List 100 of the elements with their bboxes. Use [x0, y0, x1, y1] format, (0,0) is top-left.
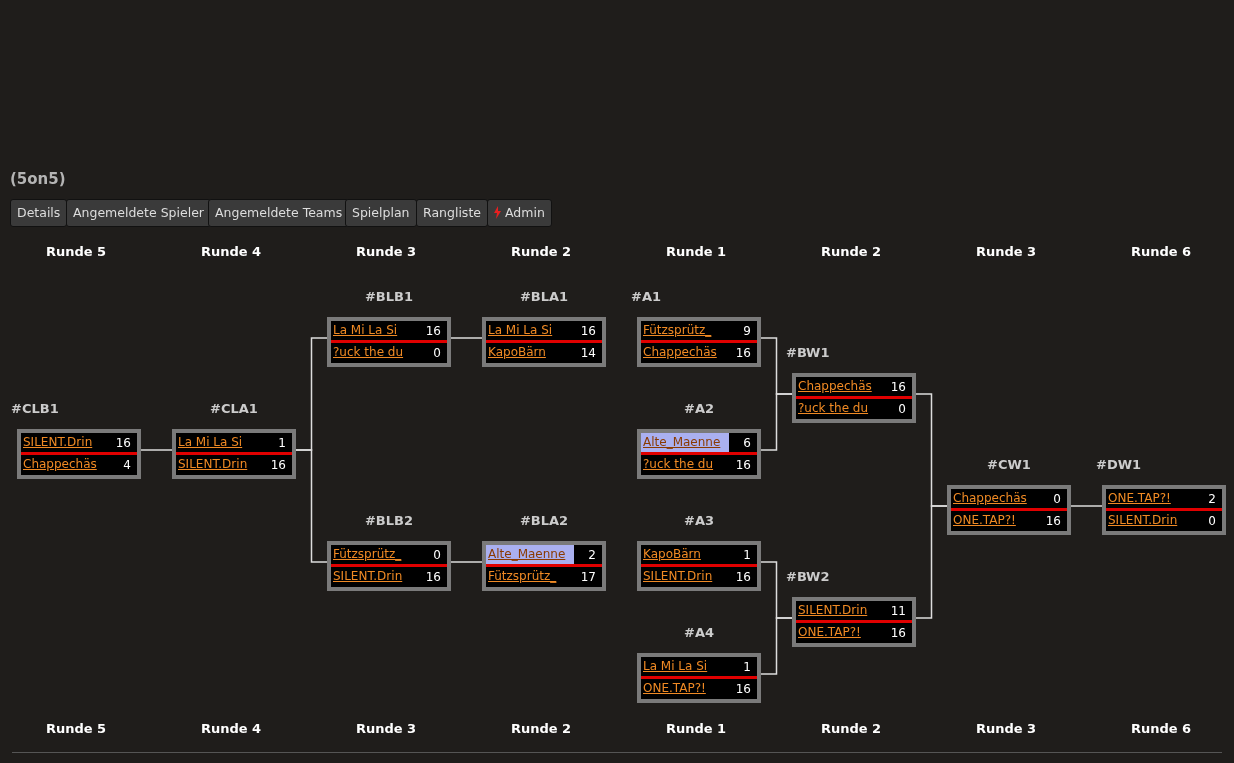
team-link: Fützsprütz_ — [487, 568, 558, 585]
score: 16 — [269, 457, 286, 472]
match-id: #CLA1 — [210, 401, 258, 418]
score: 16 — [579, 323, 596, 338]
match-id: #DW1 — [1096, 457, 1142, 474]
nav-button: Rangliste — [416, 199, 488, 227]
round-header: Runde 2 — [509, 244, 573, 259]
team-link: SILENT.Drin — [797, 602, 869, 619]
round-header: Runde 6 — [1129, 721, 1193, 736]
nav-button: Angemeldete Spieler — [66, 199, 211, 227]
team-link: Chappechäs — [952, 490, 1028, 507]
connector-line — [295, 449, 328, 563]
team-link: Fützsprütz_ — [332, 546, 403, 563]
team-link: ONE.TAP?! — [642, 680, 707, 697]
match-id: #A2 — [684, 401, 714, 418]
score: 16 — [734, 569, 751, 584]
round-header: Runde 3 — [974, 244, 1038, 259]
round-header: Runde 1 — [664, 244, 728, 259]
team-link: La Mi La Si — [642, 658, 709, 675]
match-id: #A1 — [631, 289, 661, 306]
match-id: #A3 — [684, 513, 714, 530]
team-link: SILENT.Drin — [642, 568, 714, 585]
score: 17 — [579, 569, 596, 584]
team-link: ONE.TAP?! — [1107, 490, 1172, 507]
match-id: #CW1 — [987, 457, 1031, 474]
score: 16 — [734, 457, 751, 472]
team-link: ONE.TAP?! — [952, 512, 1017, 529]
score: 1 — [742, 659, 751, 674]
score: 16 — [1044, 513, 1061, 528]
team-link: La Mi La Si — [487, 322, 554, 339]
team-link: La Mi La Si — [332, 322, 399, 339]
team-link: Chappechäs — [22, 456, 98, 473]
connector-line — [140, 449, 173, 451]
score: 16 — [424, 569, 441, 584]
round-header: Runde 3 — [974, 721, 1038, 736]
team-link: ?uck the du — [642, 456, 715, 473]
match-id: #BLA2 — [519, 513, 569, 530]
team-link: KapoBärn — [487, 344, 547, 361]
round-header: Runde 2 — [509, 721, 573, 736]
connector-line — [450, 561, 483, 563]
score: 0 — [432, 345, 441, 360]
round-header: Runde 5 — [44, 244, 108, 259]
match-id: #A4 — [684, 625, 714, 642]
team-link: KapoBärn — [642, 546, 702, 563]
score: 16 — [889, 379, 906, 394]
score: 16 — [734, 345, 751, 360]
round-header: Runde 4 — [199, 721, 263, 736]
round-header: Runde 3 — [354, 244, 418, 259]
round-header: Runde 1 — [664, 721, 728, 736]
team-link: Chappechäs — [642, 344, 718, 361]
team-link: ?uck the du — [797, 400, 870, 417]
score: 14 — [579, 345, 596, 360]
team-link: Fützsprütz_ — [642, 322, 713, 339]
connector-line — [760, 393, 793, 451]
match-id: #BLA1 — [519, 289, 569, 306]
score: 9 — [742, 323, 751, 338]
connector-line — [760, 617, 793, 675]
round-header: Runde 4 — [199, 244, 263, 259]
team-link: SILENT.Drin — [1107, 512, 1179, 529]
team-link: Alte_Maenne — [486, 545, 574, 564]
score: 1 — [277, 435, 286, 450]
score: 0 — [432, 547, 441, 562]
match-id: #CLB1 — [11, 401, 59, 418]
score: 16 — [114, 435, 131, 450]
connector-line — [1070, 505, 1103, 507]
score: 4 — [122, 457, 131, 472]
page-title: (5on5) — [10, 170, 66, 188]
score: 2 — [1207, 491, 1216, 506]
score: 1 — [742, 547, 751, 562]
score: 11 — [889, 603, 906, 618]
button-label: Admin — [505, 205, 545, 220]
score: 0 — [897, 401, 906, 416]
match-id: #BLB1 — [365, 289, 413, 306]
score: 2 — [587, 547, 596, 562]
round-header: Runde 6 — [1129, 244, 1193, 259]
match-id: #BLB2 — [365, 513, 413, 530]
round-header: Runde 3 — [354, 721, 418, 736]
team-link: ONE.TAP?! — [797, 624, 862, 641]
round-header: Runde 2 — [819, 721, 883, 736]
team-link: Chappechäs — [797, 378, 873, 395]
team-link: SILENT.Drin — [332, 568, 404, 585]
nav-button: Details — [10, 199, 68, 227]
score: 0 — [1052, 491, 1061, 506]
connector-line — [915, 505, 948, 619]
round-header: Runde 5 — [44, 721, 108, 736]
team-link: SILENT.Drin — [177, 456, 249, 473]
team-link: Alte_Maenne — [641, 433, 729, 452]
score: 16 — [889, 625, 906, 640]
team-link: La Mi La Si — [177, 434, 244, 451]
connector-line — [450, 337, 483, 339]
match-id: #BW2 — [786, 569, 830, 586]
score: 16 — [734, 681, 751, 696]
match-id: #BW1 — [786, 345, 830, 362]
team-link: SILENT.Drin — [22, 434, 94, 451]
score: 0 — [1207, 513, 1216, 528]
score: 16 — [424, 323, 441, 338]
nav-button: Spielplan — [345, 199, 417, 227]
team-link: ?uck the du — [332, 344, 405, 361]
round-header: Runde 2 — [819, 244, 883, 259]
score: 6 — [742, 435, 751, 450]
